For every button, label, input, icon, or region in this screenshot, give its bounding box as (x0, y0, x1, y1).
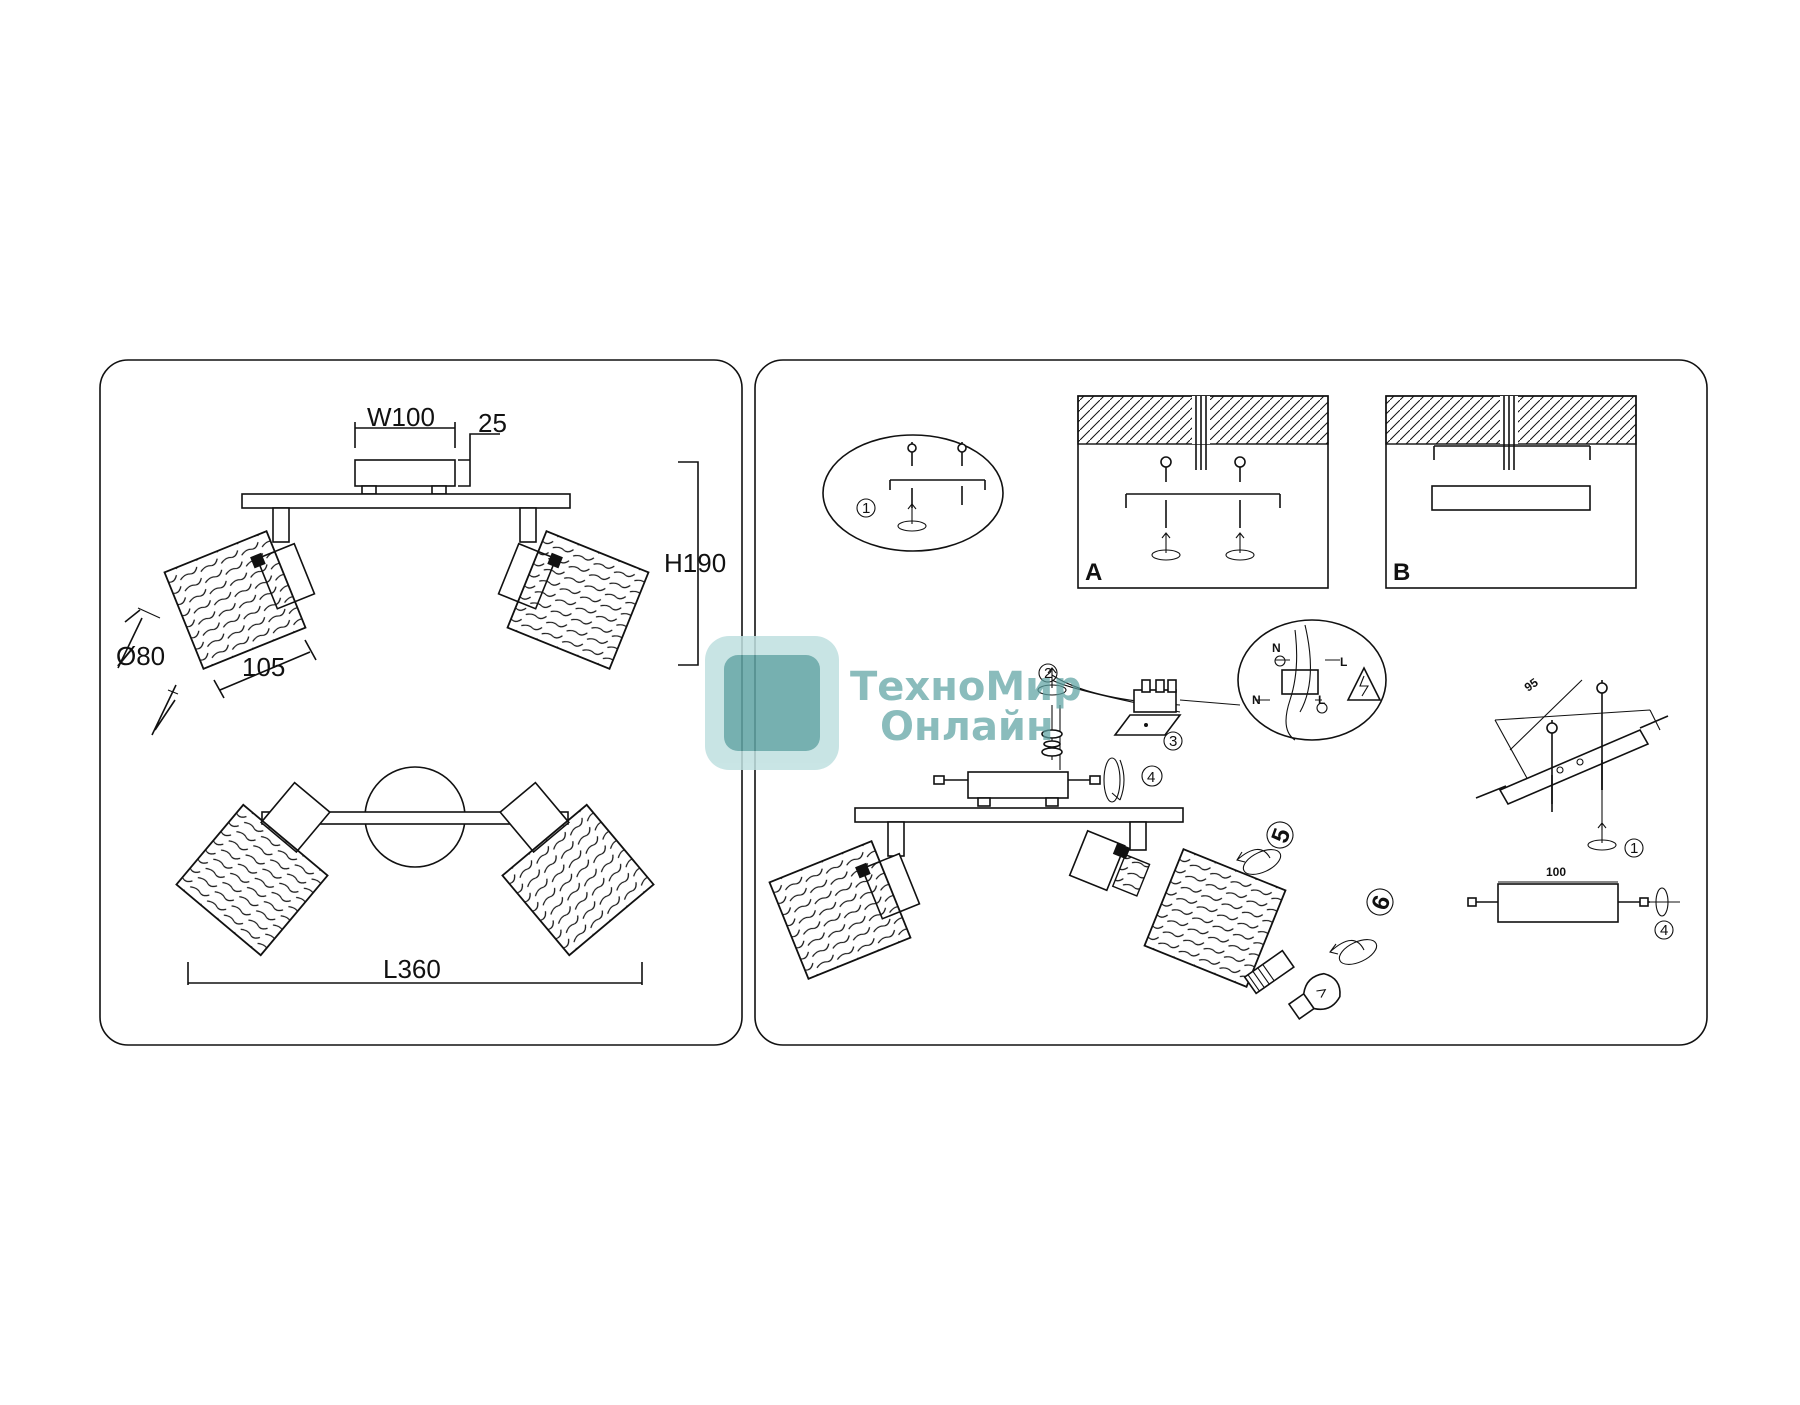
electric-hazard-icon (1346, 666, 1382, 701)
length-dimension-line (187, 962, 643, 985)
shade-length-dimension-line (213, 639, 317, 699)
watermark-line-1: ТехноМир (850, 664, 1082, 710)
step-1-detail: 1 (822, 434, 1004, 552)
wire-n-bottom: N (1252, 693, 1261, 707)
step-2-label: 2 (1044, 665, 1052, 682)
canopy-step-4-label: 4 (1660, 922, 1668, 939)
top-view (175, 766, 655, 957)
wiring-assembly: 3 2 (1037, 663, 1183, 770)
bracket-detail: 95 1 (1475, 675, 1669, 858)
bulb-icon (1287, 972, 1341, 1020)
diameter-dimension-line (117, 609, 177, 736)
left-spot-side (163, 507, 316, 670)
depth-label: 25 (478, 408, 507, 438)
depth-dimension-line (458, 433, 500, 487)
shade-length-label: 105 (242, 652, 285, 682)
variant-a-label: A (1085, 559, 1102, 586)
length-label: L360 (383, 954, 441, 984)
variant-b-diagram: B (1385, 395, 1637, 589)
wiring-detail-bubble: N L N L (1179, 619, 1387, 741)
step-3-label: 3 (1169, 733, 1177, 750)
width-dimension-line (354, 422, 456, 448)
canopy-detail: 100 4 (1467, 865, 1680, 940)
wire-l-bottom: L (1318, 693, 1325, 707)
bracket-spacing-label: 95 (1522, 675, 1541, 694)
height-label: H190 (664, 548, 726, 578)
right-spot-side (497, 507, 650, 670)
height-dimension-line (678, 461, 699, 666)
watermark: ТехноМир Онлайн (705, 636, 1082, 770)
wire-n-top: N (1272, 641, 1281, 655)
bracket-step-1-label: 1 (1630, 840, 1638, 857)
variant-a-diagram: A (1077, 395, 1329, 589)
watermark-line-2: Онлайн (880, 704, 1054, 750)
diameter-label: Ø80 (116, 641, 165, 671)
step-4-canopy: 4 (933, 757, 1163, 807)
canopy-width-label: 100 (1546, 865, 1566, 879)
width-label: W100 (367, 402, 435, 432)
wire-l-top: L (1340, 655, 1347, 669)
step-4-label: 4 (1147, 769, 1155, 786)
step-1-label: 1 (862, 500, 870, 517)
variant-b-label: B (1393, 559, 1410, 586)
fixture-assembled: 5 6 (768, 807, 1396, 1020)
canopy-side-view (241, 459, 571, 509)
